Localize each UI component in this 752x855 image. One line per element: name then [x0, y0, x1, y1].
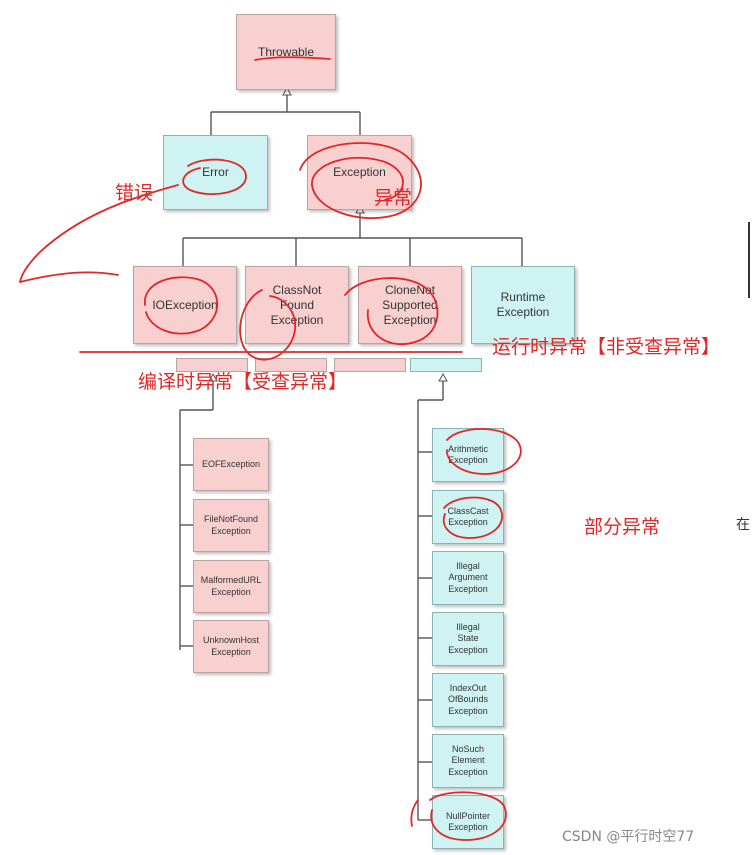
- nosuchelement-node: NoSuch Element Exception: [432, 734, 504, 788]
- partial-annotation: 部分异常: [584, 516, 661, 538]
- exception-annotation: 异常: [374, 187, 413, 209]
- malformedurl-node: MalformedURL Exception: [193, 560, 269, 613]
- csdn-watermark: CSDN @平行时空77: [562, 829, 695, 845]
- runtimeexception-node: Runtime Exception: [471, 266, 575, 344]
- eofexception-node: EOFException: [193, 438, 269, 491]
- unknownhost-node: UnknownHost Exception: [193, 620, 269, 673]
- classnotfound-node: ClassNot Found Exception: [245, 266, 349, 344]
- ioexception-node: IOException: [133, 266, 237, 344]
- error-annotation: 错误: [115, 182, 154, 204]
- hidden-box-runtime: [410, 358, 482, 372]
- filenotfound-node: FileNotFound Exception: [193, 499, 269, 552]
- throwable-node: Throwable: [236, 14, 336, 90]
- exception-node: Exception: [307, 135, 412, 210]
- hidden-box-clonenotsupported: [334, 358, 406, 372]
- hidden-box-classnotfound: [255, 358, 327, 372]
- side-note: 在: [736, 517, 750, 533]
- hidden-box-io: [176, 358, 248, 372]
- indexoutofbounds-node: IndexOut OfBounds Exception: [432, 673, 504, 727]
- illegalargument-node: Illegal Argument Exception: [432, 551, 504, 605]
- compile-annotation: 编译时异常【受查异常】: [138, 371, 348, 393]
- error-node: Error: [163, 135, 268, 210]
- runtime-annotation: 运行时异常【非受查异常】: [492, 336, 721, 358]
- illegalstate-node: Illegal State Exception: [432, 612, 504, 666]
- edge-mark: [748, 222, 750, 298]
